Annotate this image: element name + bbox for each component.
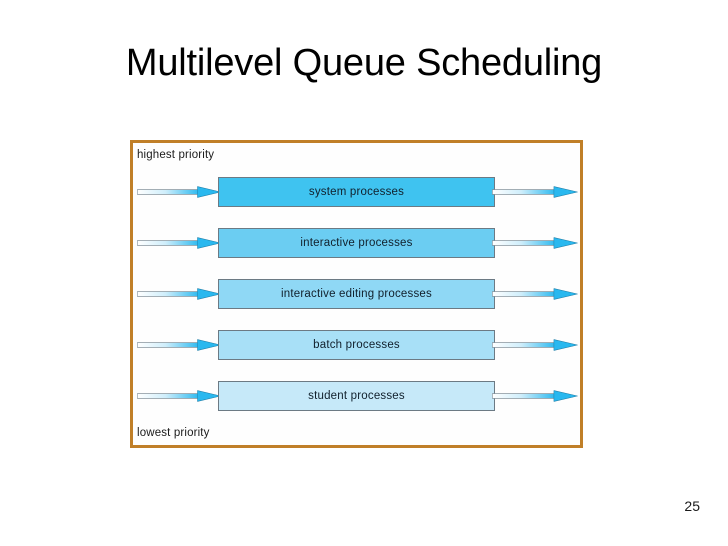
queue-row: system processes — [133, 177, 580, 207]
incoming-arrow-icon — [137, 186, 221, 198]
queue-label: student processes — [308, 390, 405, 402]
outgoing-arrow-icon — [492, 186, 578, 198]
queue-label: system processes — [308, 186, 405, 198]
outgoing-arrow-icon — [492, 339, 578, 351]
outgoing-arrow-icon — [492, 390, 578, 402]
highest-priority-caption: highest priority — [137, 149, 215, 161]
slide-page-number: 25 — [684, 498, 700, 514]
multilevel-queue-diagram: highest priority system processes interac… — [130, 140, 583, 448]
queue-box: student processes — [218, 381, 495, 411]
page-title: Multilevel Queue Scheduling — [125, 42, 603, 84]
queue-row: student processes — [133, 381, 580, 411]
queue-box: system processes — [218, 177, 495, 207]
lowest-priority-caption: lowest priority — [137, 427, 210, 439]
outgoing-arrow-icon — [492, 237, 578, 249]
queue-row: interactive processes — [133, 228, 580, 258]
queue-box: interactive processes — [218, 228, 495, 258]
incoming-arrow-icon — [137, 288, 221, 300]
queue-box: interactive editing processes — [218, 279, 495, 309]
outgoing-arrow-icon — [492, 288, 578, 300]
queue-label: interactive processes — [300, 237, 413, 249]
queue-label: interactive editing processes — [281, 288, 432, 300]
queue-box: batch processes — [218, 330, 495, 360]
incoming-arrow-icon — [137, 390, 221, 402]
incoming-arrow-icon — [137, 339, 221, 351]
incoming-arrow-icon — [137, 237, 221, 249]
diagram-canvas: highest priority system processes interac… — [133, 143, 580, 445]
queue-row: interactive editing processes — [133, 279, 580, 309]
queue-row: batch processes — [133, 330, 580, 360]
queue-label: batch processes — [313, 339, 400, 351]
